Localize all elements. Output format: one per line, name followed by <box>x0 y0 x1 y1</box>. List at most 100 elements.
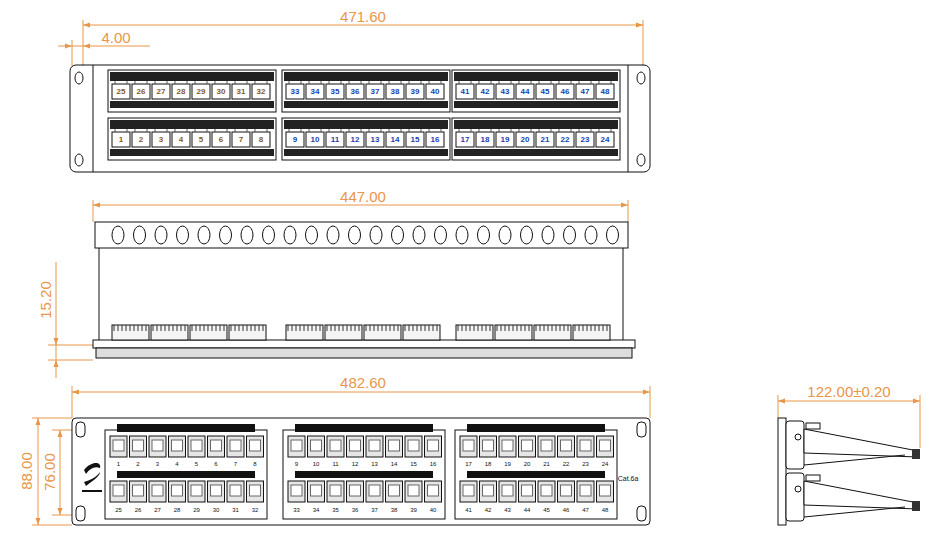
outline-line <box>289 81 290 84</box>
outline-line <box>519 129 520 132</box>
rj45-opening <box>600 485 611 496</box>
number-cell <box>426 84 444 99</box>
port-number: 16 <box>430 461 437 467</box>
idc-terminal-strip <box>454 120 618 129</box>
cable-slot <box>241 226 253 244</box>
port-number: 7 <box>239 136 243 144</box>
outline-line <box>579 81 580 84</box>
cable-slot <box>521 226 533 244</box>
rj45-port <box>386 481 403 502</box>
outline-line <box>292 325 293 331</box>
port-number: 11 <box>332 461 338 467</box>
number-cell <box>496 84 514 99</box>
rj45-opening <box>502 440 513 451</box>
outline-line <box>491 81 492 84</box>
outline-line <box>479 81 480 84</box>
outline-line <box>173 325 174 331</box>
rj45-opening <box>291 485 302 496</box>
port-number: 1 <box>117 461 120 467</box>
outline-line <box>355 325 356 331</box>
rj45-opening <box>191 485 202 496</box>
outline-line <box>341 81 342 84</box>
number-cell <box>192 84 210 99</box>
rj45-port <box>480 436 497 457</box>
rj45-port <box>208 436 225 457</box>
port-number: 46 <box>563 507 570 513</box>
outline-line <box>267 129 268 132</box>
port-number: 48 <box>602 507 609 513</box>
outline-line <box>429 81 430 84</box>
extension-line <box>920 395 921 448</box>
cable-slot <box>607 226 619 244</box>
connector-block <box>229 325 266 340</box>
outline-line <box>471 81 472 84</box>
outline-line <box>374 325 375 331</box>
mounting-slot <box>637 422 646 437</box>
number-cell <box>386 84 404 99</box>
outline-line <box>559 81 560 84</box>
outline-line <box>251 325 252 331</box>
dimension-arrow <box>83 44 90 49</box>
number-cell <box>172 132 190 147</box>
outline-line <box>560 325 561 331</box>
port-number: 10 <box>313 461 320 467</box>
port-number: 36 <box>352 507 359 513</box>
outline-line <box>478 325 479 331</box>
mounting-hole <box>75 154 83 166</box>
port-number: 44 <box>521 88 530 96</box>
rj45-port <box>169 481 186 502</box>
outline-line <box>187 129 188 132</box>
outline-line <box>499 81 500 84</box>
port-number: 19 <box>504 461 511 467</box>
rj45-opening <box>483 440 494 451</box>
number-cell <box>406 84 424 99</box>
rj45-opening <box>408 440 419 451</box>
outline-line <box>99 248 100 340</box>
outline-line <box>329 129 330 132</box>
outline-line <box>187 81 188 84</box>
port-number: 43 <box>501 88 510 96</box>
outline-line <box>335 325 336 331</box>
outline-line <box>247 129 248 132</box>
latch <box>806 423 820 429</box>
outline-line <box>571 81 572 84</box>
outline-line <box>409 325 410 331</box>
number-cell <box>112 84 130 99</box>
rj45-opening <box>428 440 439 451</box>
outline-line <box>207 81 208 84</box>
panel-front-view <box>72 418 650 525</box>
logo-mark <box>84 463 100 486</box>
port-number: 6 <box>219 136 223 144</box>
latch <box>806 475 820 481</box>
port-number: 7 <box>234 461 237 467</box>
rj45-port <box>366 436 383 457</box>
number-cell <box>426 132 444 147</box>
idc-terminal-strip <box>110 72 274 81</box>
port-number: 17 <box>465 461 472 467</box>
outline-line <box>490 325 491 331</box>
rj45-opening <box>133 440 144 451</box>
rj45-port <box>227 481 244 502</box>
outline-line <box>208 325 209 331</box>
connector-block <box>495 325 532 340</box>
rj45-port <box>405 481 422 502</box>
outline-line <box>459 81 460 84</box>
outline-line <box>200 325 201 331</box>
port-number: 4 <box>179 136 183 144</box>
outline-line <box>548 325 549 331</box>
number-cell <box>556 84 574 99</box>
port-number: 13 <box>371 136 380 144</box>
dimension-arrow <box>83 23 90 28</box>
outline-line <box>301 129 302 132</box>
connector-block <box>534 325 571 340</box>
dimension-arrow <box>65 44 72 49</box>
outline-line <box>587 325 588 331</box>
cable-slot <box>284 226 296 244</box>
cable-slot <box>306 226 318 244</box>
rj45-port <box>558 436 575 457</box>
idc-terminal-strip <box>454 72 618 81</box>
outline-line <box>539 129 540 132</box>
number-cell <box>192 132 210 147</box>
outline-line <box>255 129 256 132</box>
outline-line <box>195 129 196 132</box>
